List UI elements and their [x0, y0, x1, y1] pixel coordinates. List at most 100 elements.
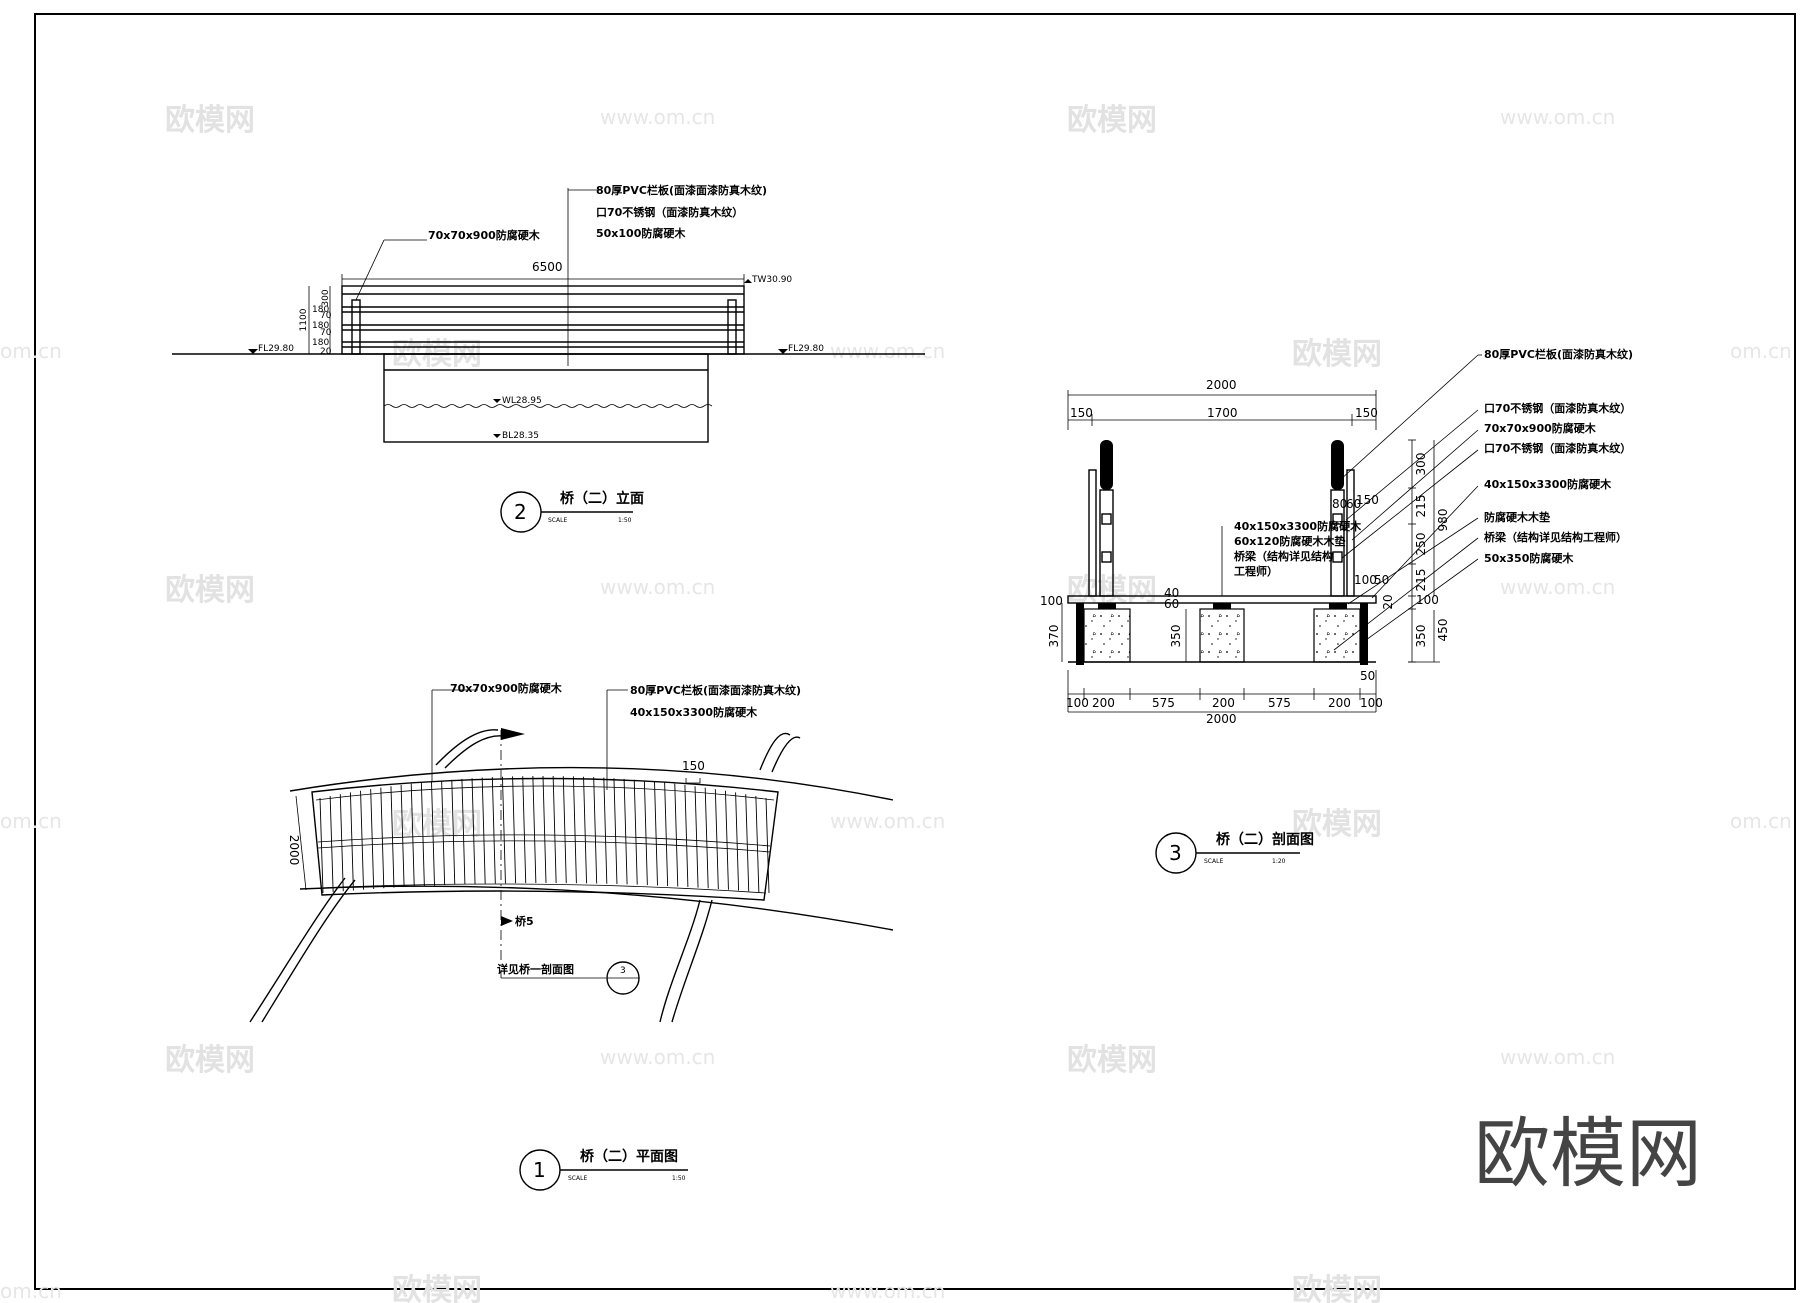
deck-plank	[674, 783, 679, 887]
side-fascia	[1076, 603, 1084, 665]
watermark-logo: 欧模网	[165, 103, 255, 138]
handrail-cap	[1100, 440, 1113, 490]
callout: 桥梁（结构详见结构	[1234, 549, 1333, 563]
deck-plank	[491, 777, 496, 884]
deck-plank	[755, 796, 760, 893]
width-dimension: 2000	[287, 835, 301, 866]
bottom-dim: 575	[1268, 696, 1291, 710]
drawing-number: 1	[533, 1158, 546, 1182]
deck-plank	[593, 777, 598, 884]
drawing-title: 桥（二）平面图	[580, 1148, 678, 1165]
deck-plank	[349, 792, 354, 891]
post-dim: 80	[1332, 497, 1347, 511]
watermark-logo: 欧模网	[1292, 337, 1382, 372]
mid-dim: 350	[1169, 625, 1183, 648]
height-dimension: 1100	[299, 308, 309, 331]
scale-value: 1:50	[618, 517, 632, 524]
right-inner-dim: 100	[1354, 573, 1377, 587]
deck-plank	[380, 787, 385, 889]
reference-note: 详见桥一剖面图	[497, 962, 574, 976]
deck-plank	[502, 776, 506, 884]
level-marker-icon	[248, 349, 258, 354]
right-stack-dim: 100	[1416, 593, 1439, 607]
deck-plank	[360, 790, 364, 890]
deck-plank	[441, 780, 446, 886]
deck-plank	[714, 789, 719, 889]
deck-plank	[643, 780, 648, 886]
left-dim: 370	[1047, 625, 1061, 648]
deck-plank	[390, 786, 395, 888]
spacing-dimension: 150	[682, 759, 705, 773]
deck-plank	[684, 784, 689, 888]
reference-number: 3	[620, 966, 626, 976]
right-stack-dim: 350	[1414, 625, 1428, 648]
top-dim: 150	[1070, 406, 1093, 420]
left-dim: 100	[1040, 594, 1063, 608]
section-flag-icon	[501, 728, 525, 740]
deck-plank	[420, 782, 425, 886]
post-dim: 60	[1346, 497, 1361, 511]
level-fl-right: FL29.80	[788, 344, 824, 354]
bottom-dim: 100	[1360, 696, 1383, 710]
scale-value: 1:50	[672, 1175, 686, 1182]
callout: 80厚PVC栏板(面漆防真木纹)	[1484, 347, 1633, 361]
watermark-url: www.om.cn	[830, 809, 945, 833]
deck-plank	[613, 778, 618, 885]
deck-plank	[329, 796, 334, 893]
deck-plank	[339, 794, 344, 892]
plan-drawing: 2000 150 桥5 详见桥一剖面图 3 70x70x900防腐硬木 80厚P…	[249, 681, 894, 1191]
watermark-url: www.om.cn	[830, 339, 945, 363]
side-fascia	[1360, 603, 1368, 665]
right-inner-dim: 20	[1381, 594, 1395, 609]
post-dim: 150	[1356, 493, 1379, 507]
watermark-logo: 欧模网	[1067, 573, 1157, 608]
right-inner-dim: 50	[1360, 669, 1375, 683]
callout: 工程师）	[1234, 564, 1278, 578]
deck-planks	[319, 775, 770, 894]
right-stack-dim: 215	[1414, 569, 1428, 592]
span-dimension: 6500	[532, 260, 563, 274]
level-wl: WL28.95	[502, 396, 542, 406]
callout: 40x150x3300防腐硬木	[1484, 477, 1612, 491]
watermark-logo: 欧模网	[1292, 807, 1382, 842]
top-dim: 1700	[1207, 406, 1238, 420]
level-marker-icon	[778, 349, 788, 354]
callout: 40x150x3300防腐硬木	[1234, 519, 1362, 533]
drawing-number: 2	[514, 500, 527, 524]
mid-dim: 40	[1164, 586, 1179, 600]
watermark-url: www.om.cn	[1500, 575, 1615, 599]
drawing-number: 3	[1169, 841, 1182, 865]
scale-label: SCALE	[1204, 858, 1223, 865]
callout: 防腐硬木木垫	[1484, 510, 1550, 524]
bottom-dim: 100	[1066, 696, 1089, 710]
deck-plank	[633, 779, 638, 885]
watermark-logo: 欧模网	[1067, 103, 1157, 138]
deck-plank	[552, 776, 557, 884]
deck-plank	[410, 783, 415, 887]
deck-plank	[481, 777, 486, 884]
watermark-url: om.cn	[1730, 809, 1792, 833]
callout: 桥梁（结构详见结构工程师）	[1484, 530, 1627, 544]
callout: 70x70x900防腐硬木	[428, 228, 541, 242]
right-total-dim: 450	[1436, 619, 1450, 642]
stack-dim: 70	[320, 328, 332, 338]
callout: 80厚PVC栏板(面漆面漆防真木纹)	[596, 183, 767, 197]
deck-plank	[451, 779, 456, 885]
drawing-title: 桥（二）立面	[560, 490, 644, 507]
stack-dim: 300	[321, 289, 331, 306]
watermark-layer: 欧模网 www.om.cn 欧模网 www.om.cn om.cn 欧模网 ww…	[0, 103, 1792, 1303]
watermark-logo: 欧模网	[165, 1043, 255, 1078]
stack-dim: 180	[312, 321, 329, 331]
section-drawing: 2000 150 1700 150 100 370	[1040, 347, 1633, 874]
deck-plank	[623, 778, 628, 885]
sheet-frame	[34, 13, 1796, 1290]
deck-plank	[745, 794, 750, 892]
scale-value: 1:20	[1272, 858, 1286, 865]
deck-plank	[704, 787, 709, 889]
water-basin: WL28.95 BL28.35	[383, 353, 713, 443]
watermark-url: om.cn	[1730, 339, 1792, 363]
deck-plank	[461, 778, 466, 885]
callout: 口70不锈钢（面漆防真木纹）	[596, 205, 743, 219]
watermark-url: www.om.cn	[830, 1279, 945, 1303]
